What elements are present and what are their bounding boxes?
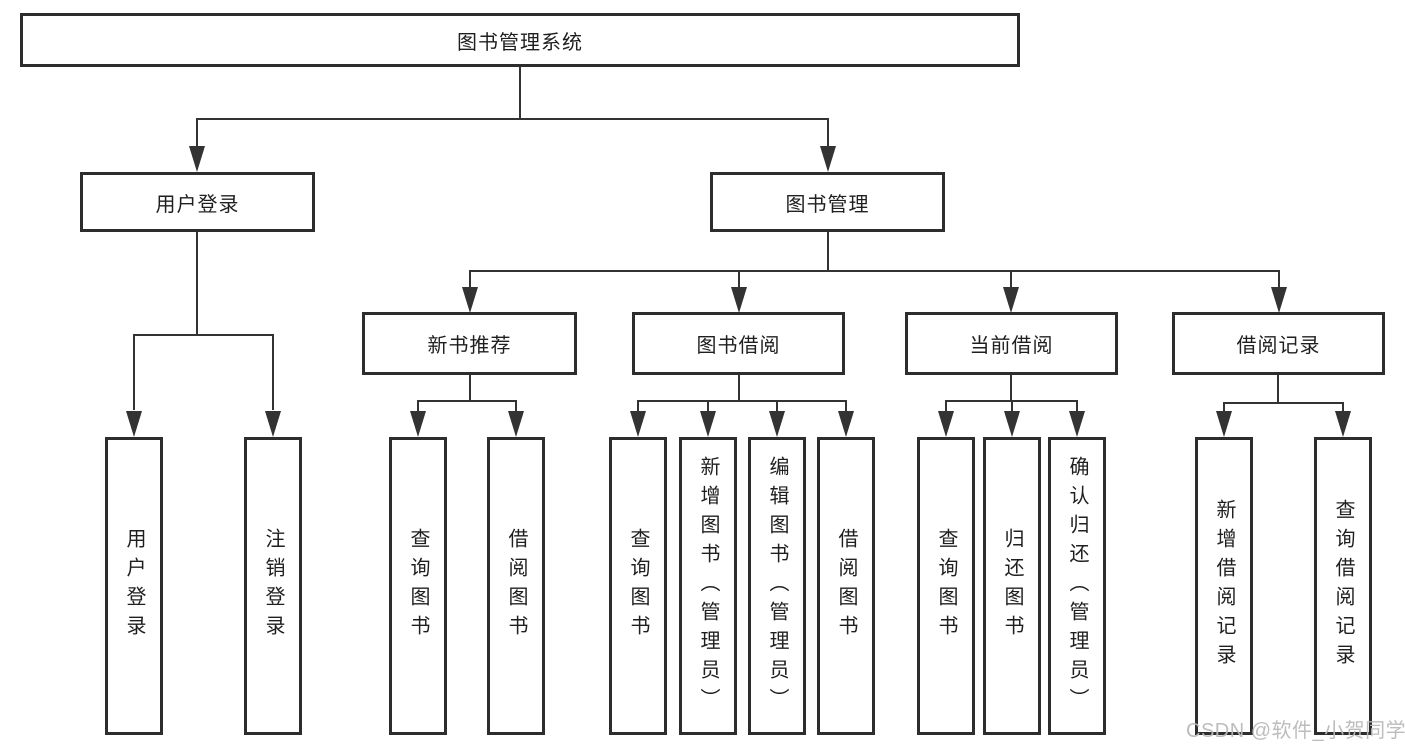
arrowhead-down-icon: [700, 411, 716, 437]
connector-vline: [776, 400, 778, 413]
connector-vline: [1010, 375, 1012, 402]
node-label: 借阅记录: [1236, 335, 1321, 357]
leaf-label: 编辑图书（管理员）: [766, 455, 788, 717]
arrowhead-down-icon: [630, 411, 646, 437]
leaf-label: 查询图书: [407, 528, 429, 644]
arrowhead-down-icon: [1003, 287, 1019, 313]
connector-vline: [1277, 375, 1279, 404]
connector-hline: [1223, 402, 1344, 404]
connector-hline: [417, 400, 517, 402]
arrowhead-down-icon: [769, 411, 785, 437]
connector-vline: [707, 400, 709, 413]
node-label: 用户登录: [155, 193, 240, 216]
connector-hline: [637, 400, 847, 402]
connector-vline: [1223, 402, 1225, 413]
connector-vline: [1278, 270, 1280, 289]
arrowhead-down-icon: [410, 411, 426, 437]
arrowhead-down-icon: [731, 287, 747, 313]
connector-vline: [1076, 400, 1078, 413]
leaf-edit-book-admin: 编辑图书（管理员）: [748, 437, 806, 735]
connector-vline: [133, 334, 135, 410]
csdn-watermark: CSDN @软件_小贺同学: [1186, 720, 1405, 742]
leaf-add-book-admin: 新增图书（管理员）: [679, 437, 737, 735]
node-label: 图书借阅: [696, 335, 781, 357]
connector-vline: [272, 334, 274, 410]
connector-hline: [469, 270, 1279, 272]
arrowhead-down-icon: [1069, 411, 1085, 437]
node-label: 图书管理: [785, 193, 870, 216]
leaf-query-borrow-record: 查询借阅记录: [1314, 437, 1372, 735]
connector-vline: [845, 400, 847, 413]
node-new-book-recommend: 新书推荐: [362, 312, 577, 375]
leaf-label: 查询图书: [935, 528, 957, 644]
leaf-label: 查询图书: [627, 528, 649, 644]
leaf-query-book-recommend: 查询图书: [389, 437, 447, 735]
node-label: 新书推荐: [427, 335, 512, 357]
leaf-label: 新增借阅记录: [1213, 499, 1235, 673]
connector-vline: [637, 400, 639, 413]
connector-vline: [738, 375, 740, 402]
connector-vline: [1011, 400, 1013, 413]
leaf-label: 注销登录: [262, 528, 284, 644]
leaf-borrow-book-recommend: 借阅图书: [487, 437, 545, 735]
connector-hline: [196, 118, 829, 120]
leaf-logout: 注销登录: [244, 437, 302, 735]
arrowhead-down-icon: [189, 146, 205, 172]
arrowhead-down-icon: [938, 411, 954, 437]
arrowhead-down-icon: [1004, 411, 1020, 437]
connector-vline: [417, 400, 419, 413]
node-user-login: 用户登录: [80, 172, 315, 232]
connector-vline: [196, 118, 198, 150]
connector-vline: [1010, 270, 1012, 289]
connector-vline: [469, 375, 471, 402]
leaf-label: 借阅图书: [505, 528, 527, 644]
arrowhead-down-icon: [508, 411, 524, 437]
connector-vline: [1342, 402, 1344, 413]
arrowhead-down-icon: [838, 411, 854, 437]
leaf-label: 归还图书: [1001, 528, 1023, 644]
node-root-system: 图书管理系统: [20, 13, 1020, 67]
arrowhead-down-icon: [265, 411, 281, 437]
leaf-query-book-borrow: 查询图书: [609, 437, 667, 735]
leaf-user-login: 用户登录: [105, 437, 163, 735]
connector-vline: [196, 232, 198, 336]
connector-vline: [469, 270, 471, 289]
connector-hline: [133, 334, 273, 336]
node-label: 图书管理系统: [457, 31, 583, 54]
arrowhead-down-icon: [126, 411, 142, 437]
leaf-add-borrow-record: 新增借阅记录: [1195, 437, 1253, 735]
arrowhead-down-icon: [1335, 411, 1351, 437]
leaf-return-book: 归还图书: [983, 437, 1041, 735]
connector-vline: [945, 400, 947, 413]
arrowhead-down-icon: [820, 146, 836, 172]
node-book-borrow: 图书借阅: [632, 312, 845, 375]
connector-vline: [515, 400, 517, 413]
arrowhead-down-icon: [1216, 411, 1232, 437]
leaf-label: 新增图书（管理员）: [697, 455, 719, 717]
leaf-query-book-current: 查询图书: [917, 437, 975, 735]
leaf-label: 查询借阅记录: [1332, 499, 1354, 673]
node-label: 当前借阅: [969, 335, 1054, 357]
connector-vline: [827, 232, 829, 272]
connector-vline: [519, 67, 521, 120]
node-borrow-records: 借阅记录: [1172, 312, 1385, 375]
leaf-borrow-book: 借阅图书: [817, 437, 875, 735]
leaf-label: 借阅图书: [835, 528, 857, 644]
arrowhead-down-icon: [462, 287, 478, 313]
node-book-management: 图书管理: [710, 172, 945, 232]
connector-vline: [738, 270, 740, 289]
leaf-label: 用户登录: [123, 528, 145, 644]
arrowhead-down-icon: [1271, 287, 1287, 313]
leaf-label: 确认归还（管理员）: [1066, 455, 1088, 717]
node-current-borrow: 当前借阅: [905, 312, 1118, 375]
leaf-confirm-return-admin: 确认归还（管理员）: [1048, 437, 1106, 735]
connector-vline: [827, 118, 829, 150]
